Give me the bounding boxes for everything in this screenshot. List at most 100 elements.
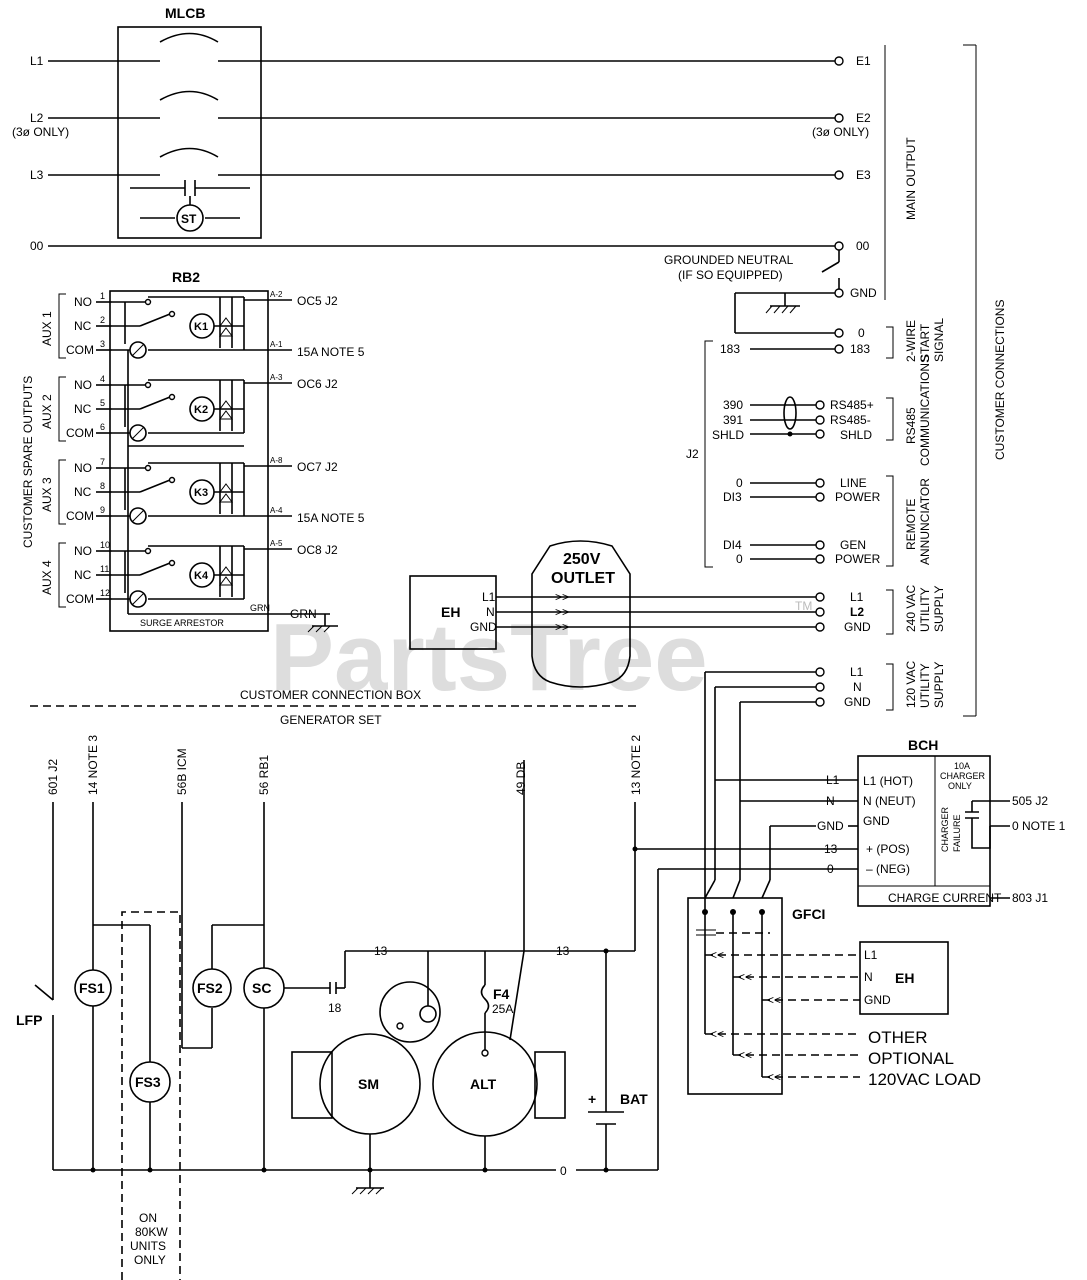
watermark-tm: TM <box>795 599 812 613</box>
aux-1-label: AUX 1 <box>40 311 54 346</box>
if-equipped-label: (IF SO EQUIPPED) <box>678 268 783 282</box>
l2-note: (3ø ONLY) <box>12 125 69 139</box>
aux-3-pin-9: 9 <box>100 505 105 515</box>
j2-bracket <box>704 340 713 568</box>
svg-text:CHARGER: CHARGER <box>940 806 950 852</box>
aux-1-pin-2: 2 <box>100 315 105 325</box>
aux-2-out1-label: OC6 J2 <box>297 377 338 391</box>
svg-text:<<: << <box>710 948 724 962</box>
svg-text:SHLD: SHLD <box>840 428 872 442</box>
svg-text:390: 390 <box>723 398 743 412</box>
bch-title: BCH <box>908 737 938 753</box>
svg-text:– (NEG): – (NEG) <box>866 862 910 876</box>
svg-text:POWER: POWER <box>835 552 881 566</box>
svg-text:>>: >> <box>555 590 569 604</box>
svg-text:POWER: POWER <box>835 490 881 504</box>
aux-4-nc-label: NC <box>74 568 92 582</box>
aux-4-no-label: NO <box>74 544 92 558</box>
svg-text:RS485: RS485 <box>904 407 918 444</box>
svg-text:DI3: DI3 <box>723 490 742 504</box>
customer-connections-label: CUSTOMER CONNECTIONS <box>993 300 1007 460</box>
svg-text:80KW: 80KW <box>135 1225 168 1239</box>
svg-text:120 VAC: 120 VAC <box>904 661 918 708</box>
fuse-f4 <box>480 984 490 1014</box>
breaker-arc-1 <box>159 32 219 43</box>
mlcb-title: MLCB <box>165 5 205 21</box>
svg-text:UTILITY: UTILITY <box>918 663 932 708</box>
svg-text:0: 0 <box>560 1164 567 1178</box>
svg-text:+ (POS): + (POS) <box>866 842 910 856</box>
aux-3-out2-label: 15A NOTE 5 <box>297 511 365 525</box>
svg-text:UTILITY: UTILITY <box>918 587 932 632</box>
svg-text:CHARGER: CHARGER <box>940 771 986 781</box>
l0-label: 00 <box>30 239 44 253</box>
svg-text:240 VAC: 240 VAC <box>904 585 918 632</box>
svg-text:OPTIONAL: OPTIONAL <box>868 1049 954 1068</box>
svg-text:56B ICM: 56B ICM <box>175 748 189 795</box>
svg-text:<<: << <box>738 1048 752 1062</box>
aux-1-pin-1: 1 <box>100 291 105 301</box>
svg-text:GND: GND <box>817 819 844 833</box>
svg-text:GEN: GEN <box>840 538 866 552</box>
svg-text:DI4: DI4 <box>723 538 742 552</box>
aux-3-no-label: NO <box>74 461 92 475</box>
st-label: ST <box>181 212 197 226</box>
outlet-title: 250V <box>563 551 601 568</box>
svg-text:N: N <box>486 605 495 619</box>
customer-spare-outputs-label: CUSTOMER SPARE OUTPUTS <box>21 376 35 548</box>
eh-box-bottom <box>859 941 949 1015</box>
gfci-title: GFCI <box>792 906 825 922</box>
svg-text:GND: GND <box>844 695 871 709</box>
aux-1-out2-label: 15A NOTE 5 <box>297 345 365 359</box>
aux-3-out2-pin: A-4 <box>270 506 283 515</box>
svg-text:13: 13 <box>374 944 388 958</box>
aux-2-pin-6: 6 <box>100 422 105 432</box>
lfp-label: LFP <box>16 1012 42 1028</box>
svg-text:N: N <box>826 794 835 808</box>
aux-4-surge-element <box>129 590 147 608</box>
svg-text:F4: F4 <box>493 986 510 1002</box>
aux-3-nc-label: NC <box>74 485 92 499</box>
svg-text:<<: << <box>767 993 781 1007</box>
svg-text:0: 0 <box>736 476 743 490</box>
svg-text:601 J2: 601 J2 <box>46 759 60 795</box>
svg-text:14 NOTE 3: 14 NOTE 3 <box>86 735 100 795</box>
aux-1-out1-pin: A-2 <box>270 290 283 299</box>
relay-k4-label: K4 <box>194 570 209 582</box>
svg-text:10A: 10A <box>954 761 970 771</box>
svg-text:<<: << <box>738 970 752 984</box>
svg-text:LINE: LINE <box>840 476 867 490</box>
svg-text:>>: >> <box>555 605 569 619</box>
svg-text:SUPPLY: SUPPLY <box>932 586 946 632</box>
svg-text:+: + <box>588 1091 596 1107</box>
aux-4-out1-pin: A-5 <box>270 539 283 548</box>
grn-label: GRN <box>290 607 317 621</box>
svg-text:L1: L1 <box>850 665 864 679</box>
svg-text:L1: L1 <box>850 590 864 604</box>
svg-text:>>: >> <box>555 620 569 634</box>
eh-bottom-label: EH <box>895 970 914 986</box>
svg-text:ON: ON <box>139 1211 157 1225</box>
svg-text:GND: GND <box>864 993 891 1007</box>
aux-1-nc-label: NC <box>74 319 92 333</box>
svg-text:0 NOTE 1: 0 NOTE 1 <box>1012 819 1066 833</box>
e2-note: (3ø ONLY) <box>812 125 869 139</box>
svg-text:FAILURE: FAILURE <box>952 814 962 852</box>
aux-4-pin-10: 10 <box>100 540 110 550</box>
aux-3-surge-element <box>129 507 147 525</box>
rb2-box <box>109 290 269 632</box>
watermark: PartsTree <box>270 604 708 711</box>
aux-2-label: AUX 2 <box>40 394 54 429</box>
aux-1-com-label: COM <box>66 343 94 357</box>
start-183-left: 183 <box>720 342 740 356</box>
e1-label: E1 <box>856 54 871 68</box>
svg-text:120VAC LOAD: 120VAC LOAD <box>868 1070 981 1089</box>
svg-text:56 RB1: 56 RB1 <box>257 755 271 795</box>
aux-4-com-label: COM <box>66 592 94 606</box>
svg-text:13: 13 <box>556 944 570 958</box>
grn-inner-label: GRN <box>250 603 270 613</box>
gfci-box <box>687 897 783 1095</box>
svg-text:GND: GND <box>844 620 871 634</box>
